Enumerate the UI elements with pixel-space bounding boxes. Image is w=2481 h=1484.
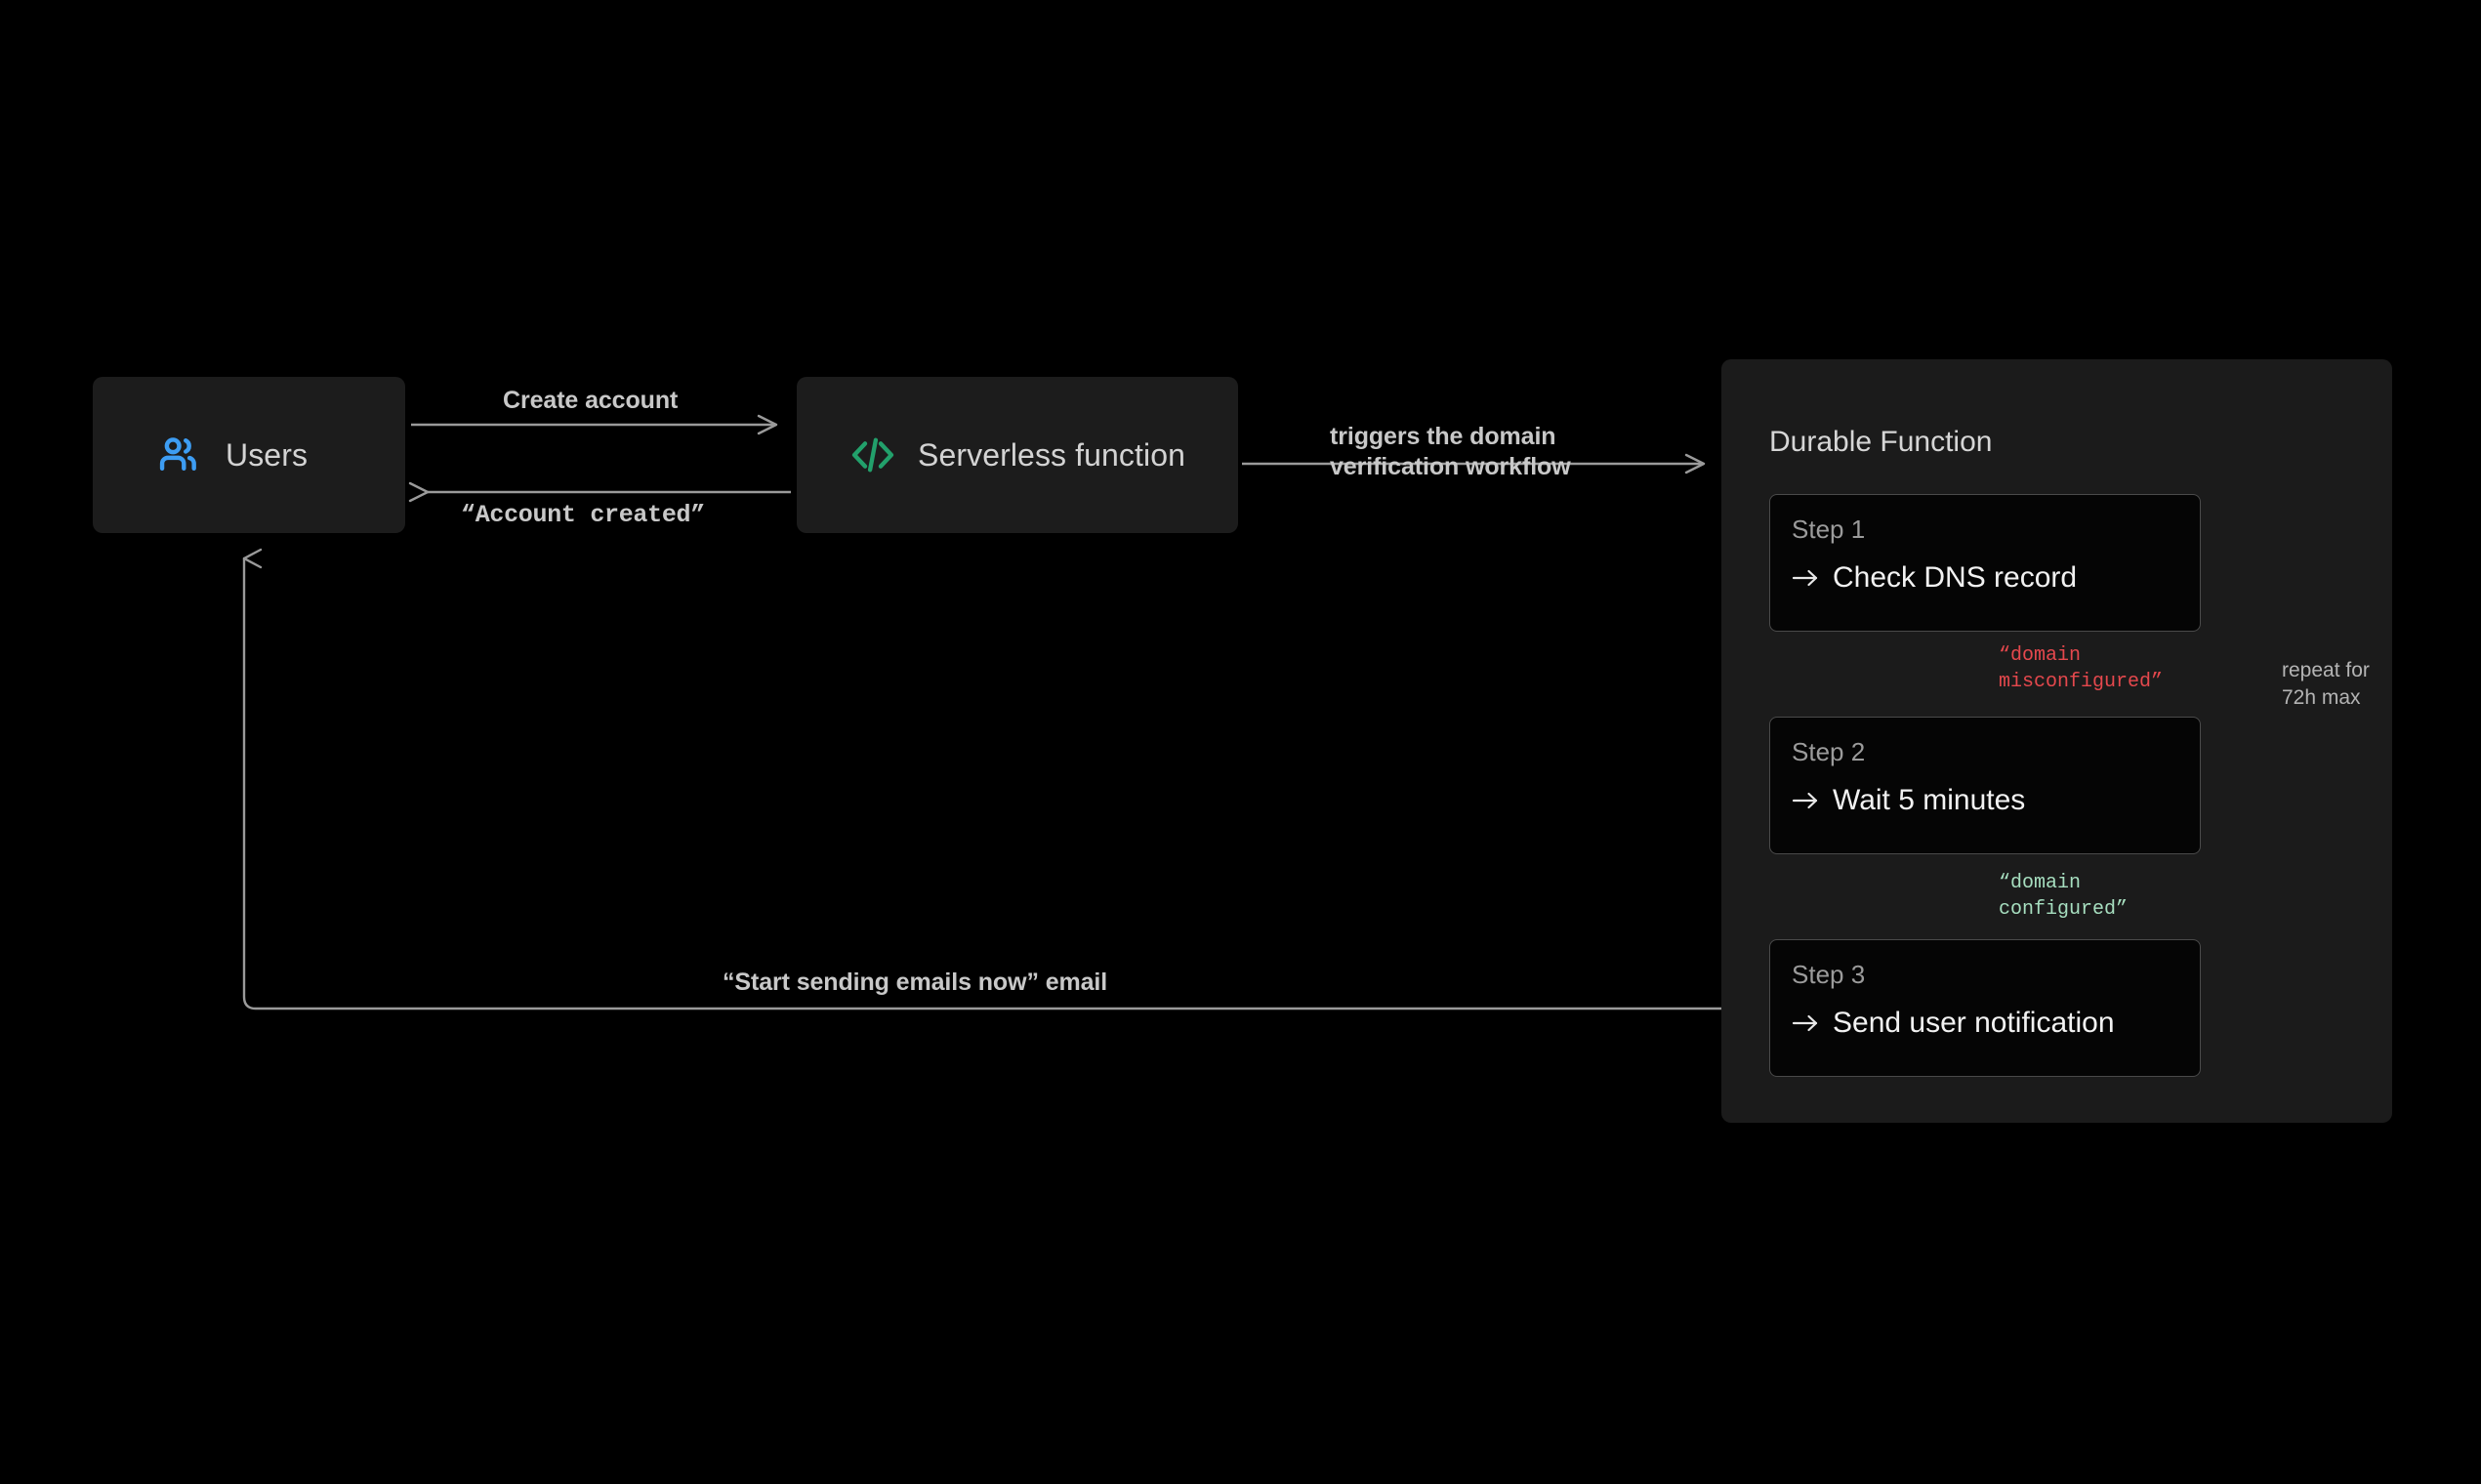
repeat-label-line2: 72h max <box>2282 686 2361 710</box>
step-2-action: Wait 5 minutes <box>1833 784 2026 816</box>
step-card-2[interactable]: Step 2 Wait 5 minutes <box>1769 717 2201 854</box>
edge-label-start-sending-emails: “Start sending emails now” email <box>723 969 1108 996</box>
users-icon <box>159 435 204 474</box>
node-serverless-label: Serverless function <box>918 436 1186 473</box>
node-users-label: Users <box>226 436 309 473</box>
edge-step3-to-users <box>242 548 1765 1010</box>
step-3-kicker: Step 3 <box>1792 960 1866 989</box>
edge-label-domain-misconfigured: “domain misconfigured” <box>1999 642 2163 695</box>
code-brackets-icon <box>849 435 896 474</box>
domain-configured-line1: “domain <box>1999 872 2082 894</box>
step-3-body: Send user notification <box>1792 1009 2200 1038</box>
step-2-kicker: Step 2 <box>1792 737 1866 766</box>
repeat-label-line1: repeat for <box>2282 659 2370 681</box>
edge-label-triggers-line2: verification workflow <box>1330 453 1571 481</box>
step-1-kicker: Step 1 <box>1792 515 1866 544</box>
edge-label-repeat-72h: repeat for 72h max <box>2282 657 2370 713</box>
step-3-action: Send user notification <box>1833 1007 2115 1039</box>
step-card-3[interactable]: Step 3 Send user notification <box>1769 939 2201 1077</box>
domain-configured-line2: configured” <box>1999 898 2129 921</box>
step-1-body: Check DNS record <box>1792 563 2200 593</box>
edge-label-domain-configured: “domain configured” <box>1999 870 2128 923</box>
arrow-right-icon <box>1792 1013 1819 1033</box>
step-2-body: Wait 5 minutes <box>1792 786 2200 815</box>
node-users[interactable]: Users <box>93 377 405 533</box>
edge-label-triggers-line1: triggers the domain <box>1330 423 1556 450</box>
domain-misconfigured-line2: misconfigured” <box>1999 671 2164 693</box>
durable-function-title: Durable Function <box>1769 426 1993 458</box>
edge-label-account-created: “Account created” <box>461 501 705 529</box>
edge-label-create-account: Create account <box>503 387 679 414</box>
step-card-1[interactable]: Step 1 Check DNS record <box>1769 494 2201 632</box>
edge-label-triggers-workflow: triggers the domain verification workflo… <box>1330 422 1571 483</box>
domain-misconfigured-line1: “domain <box>1999 644 2082 667</box>
node-serverless-function[interactable]: Serverless function <box>797 377 1238 533</box>
arrow-right-icon <box>1792 568 1819 588</box>
step-1-action: Check DNS record <box>1833 561 2078 594</box>
durable-function-panel: Durable Function Step 1 Check DNS record… <box>1721 359 2392 1123</box>
arrow-right-icon <box>1792 791 1819 810</box>
